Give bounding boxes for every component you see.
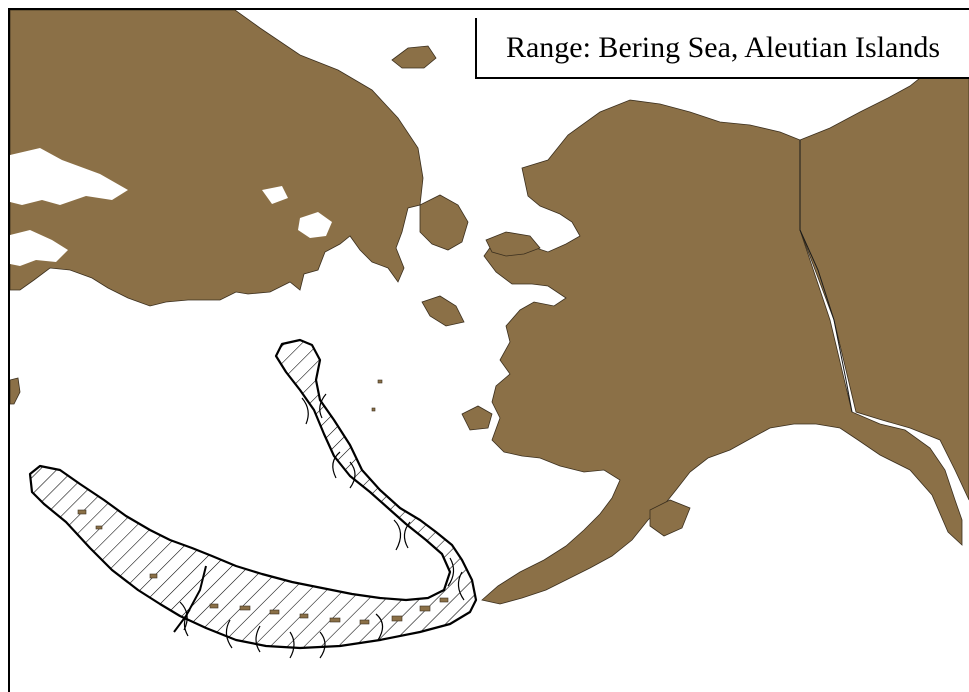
land-chukotka [10,10,424,307]
border-alaska-canada [799,140,853,413]
range-map [10,10,969,659]
land-alaska [481,99,963,605]
species-range-area [28,338,478,650]
land-wrangel-island [391,45,437,69]
water-gulf-anadyr-inlet [10,148,128,205]
land-chukotka-cape [419,194,469,251]
land-st-lawrence-island [421,295,465,327]
range-divider [173,565,207,633]
map-frame: Range: Bering Sea, Aleutian Islands [8,8,969,692]
range-label: Range: Bering Sea, Aleutian Islands [475,18,969,79]
land-kodiak-island [649,499,691,537]
water-inlet-east [298,212,332,238]
land-seward-peninsula [485,231,541,257]
water-inlet-mid [262,186,288,204]
range-arc-markings [179,393,465,659]
water-kresta-bay [10,230,68,266]
aleutian-island-specks [77,379,449,625]
land-canada [799,49,969,501]
land-nunivak-island [461,405,493,431]
land-kamchatka-edge [10,377,21,405]
